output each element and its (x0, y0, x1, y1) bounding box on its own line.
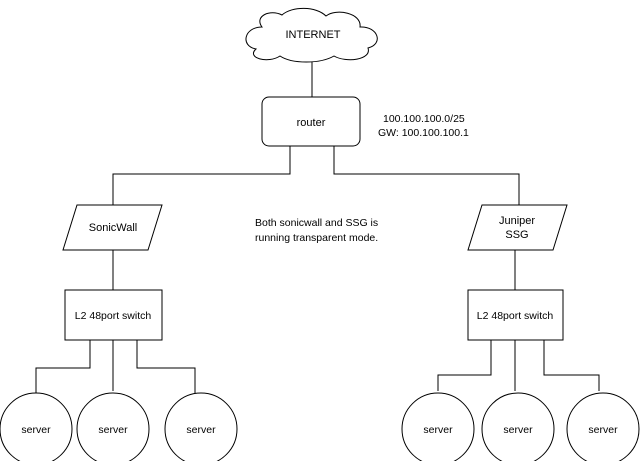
server-circle (164, 392, 238, 461)
router-label: router (297, 117, 326, 129)
edge-switch-left-server-1 (35, 340, 91, 393)
sonicwall-label: SonicWall (89, 222, 138, 234)
network-info: 100.100.100.0/25 GW: 100.100.100.1 (378, 113, 469, 139)
servers-left: server server server (0, 392, 238, 461)
switch-left-label: L2 48port switch (75, 310, 152, 322)
server-circle (0, 392, 73, 461)
transparent-mode-note: Both sonicwall and SSG is running transp… (255, 217, 378, 244)
internet-cloud: INTERNET (245, 7, 378, 63)
edge-router-ssg (333, 146, 520, 205)
server-label: server (98, 424, 128, 436)
server-node: server (401, 392, 475, 461)
subnet-label: 100.100.100.0/25 (383, 113, 465, 125)
servers-right: server server server (401, 392, 640, 461)
server-node: server (76, 392, 150, 461)
server-circle (566, 392, 640, 461)
server-circle (401, 392, 475, 461)
switch-right-label: L2 48port switch (477, 310, 554, 322)
switch-right-node: L2 48port switch (467, 289, 564, 341)
server-label: server (588, 424, 618, 436)
router-box (261, 96, 361, 147)
edge-switch-left-server-3 (136, 340, 196, 393)
server-node: server (164, 392, 238, 461)
server-node: server (0, 392, 73, 461)
server-label: server (21, 424, 51, 436)
edge-router-sonicwall (112, 146, 291, 205)
server-circle (481, 392, 555, 461)
switch-left-box (64, 289, 163, 341)
connectors (35, 58, 600, 393)
switch-left-node: L2 48port switch (64, 289, 163, 341)
switch-right-box (467, 289, 564, 341)
edge-switch-right-server-1 (437, 340, 492, 391)
server-label: server (503, 424, 533, 436)
cloud-icon (245, 7, 378, 63)
sonicwall-shape (62, 204, 163, 251)
edge-switch-right-server-3 (543, 340, 600, 391)
note-line-2: running transparent mode. (255, 232, 378, 244)
sonicwall-node: SonicWall (62, 204, 163, 251)
internet-label: INTERNET (286, 29, 341, 41)
router-node: router (261, 96, 361, 147)
juniper-ssg-node: Juniper SSG (467, 204, 568, 251)
note-line-1: Both sonicwall and SSG is (255, 217, 378, 229)
ssg-label-line-1: Juniper (499, 215, 535, 227)
ssg-shape (467, 204, 568, 251)
server-node: server (481, 392, 555, 461)
server-node: server (566, 392, 640, 461)
gateway-label: GW: 100.100.100.1 (378, 127, 469, 139)
server-circle (76, 392, 150, 461)
ssg-label-line-2: SSG (505, 229, 528, 241)
server-label: server (186, 424, 216, 436)
server-label: server (423, 424, 453, 436)
